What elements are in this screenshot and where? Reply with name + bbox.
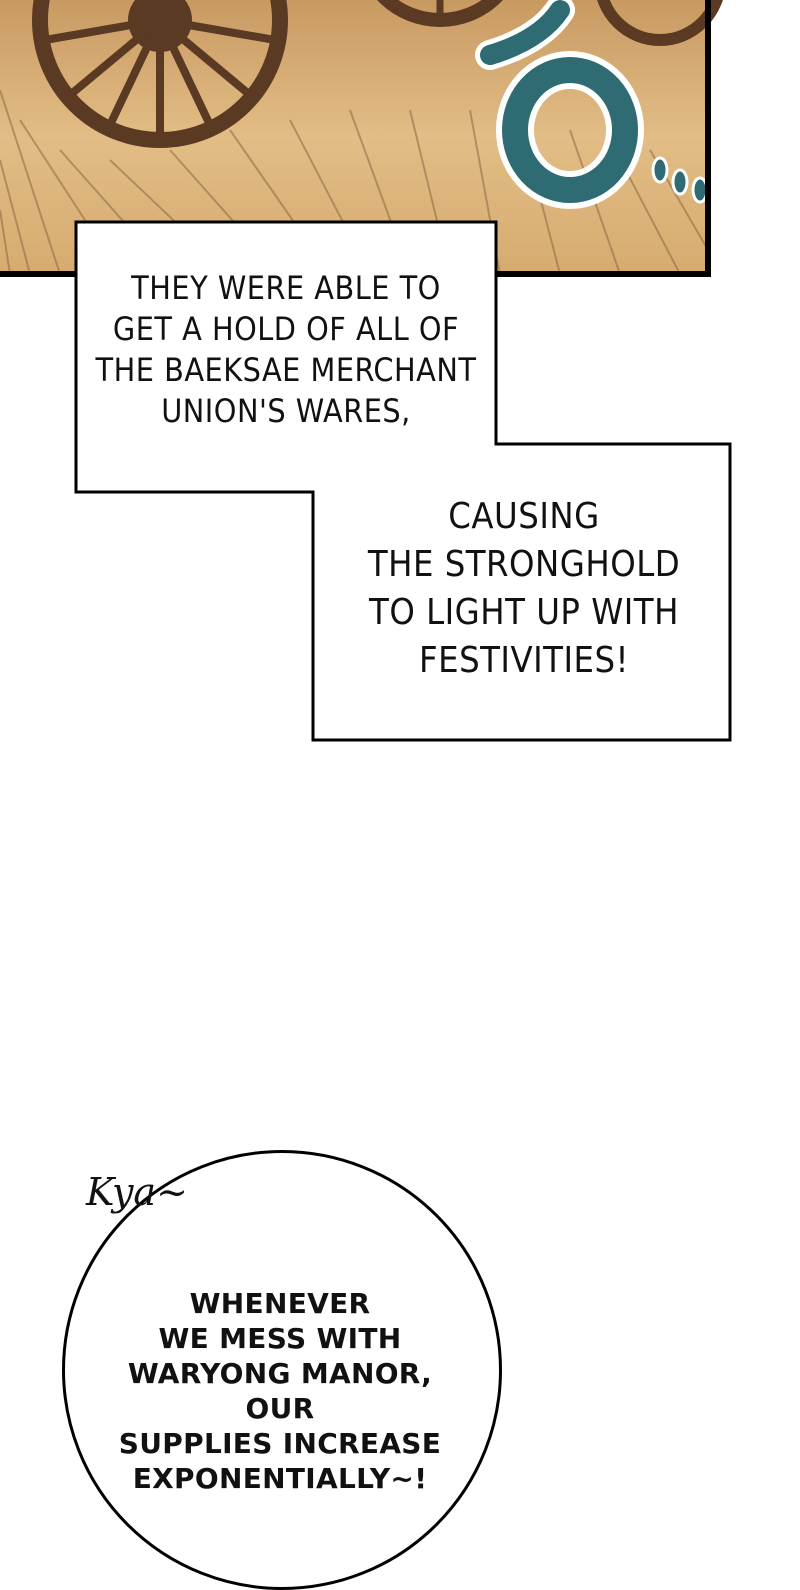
sfx-glyph (475, 0, 709, 209)
narration-caption-1: THEY WERE ABLE TO GET A HOLD OF ALL OF T… (95, 269, 477, 430)
wagon-wheel-icon (597, 0, 723, 46)
wagon-scene-illustration (0, 0, 723, 277)
wagon-wheel-icon (377, 0, 503, 27)
sfx-kya: Kya~ (86, 1170, 188, 1214)
top-panel (0, 0, 800, 290)
speech-bubble-text: WHENEVER WE MESS WITH WARYONG MANOR, OUR… (118, 1287, 442, 1495)
narration-caption-2: CAUSING THE STRONGHOLD TO LIGHT UP WITH … (367, 496, 681, 681)
wagon-wheel-icon (32, 0, 288, 148)
